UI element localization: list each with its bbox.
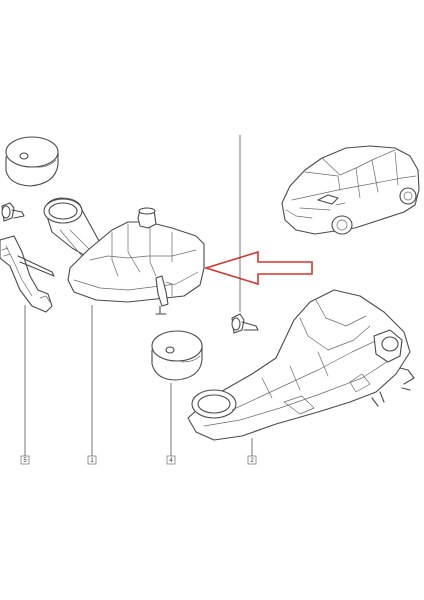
car-illustration [281, 145, 420, 235]
cap-small-top [5, 136, 59, 187]
callout-part-4: 4 [166, 455, 176, 465]
highlight-arrow-icon [203, 250, 313, 286]
callout-part-5: 5 [20, 455, 30, 465]
callout-label: 5 [23, 458, 27, 464]
callout-label: 2 [250, 458, 254, 464]
callout-label: 1 [90, 458, 94, 464]
callout-part-2: 2 [247, 455, 257, 465]
bracket-part [0, 235, 55, 313]
large-washer-reservoir [187, 289, 415, 441]
callout-part-1: 1 [87, 455, 97, 465]
washer-reservoir [43, 197, 205, 315]
callout-label: 4 [169, 458, 173, 464]
grommet-right [231, 313, 259, 334]
grommet-left [1, 202, 25, 222]
cap-small-middle [151, 330, 203, 381]
